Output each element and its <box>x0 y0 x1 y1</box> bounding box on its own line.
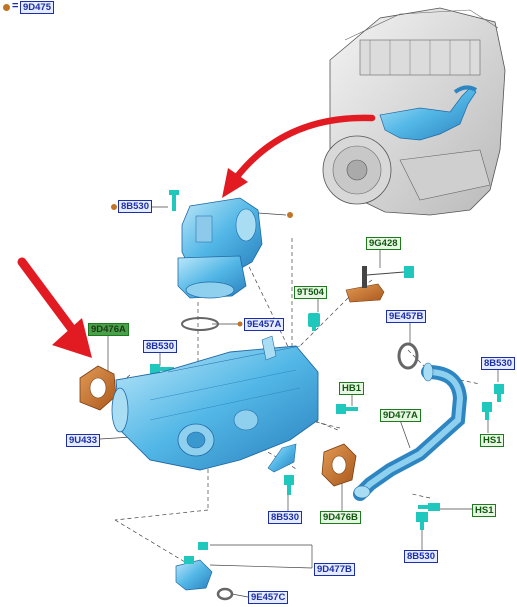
callout-8B530-bottom-mid[interactable]: 8B530 <box>268 511 302 524</box>
gasket-9D476A <box>79 365 117 411</box>
callout-9E457B[interactable]: 9E457B <box>386 310 427 323</box>
bolt-8B530-left <box>150 364 174 374</box>
callout-9T504[interactable]: 9T504 <box>294 286 327 299</box>
pointer-dot-9E457A <box>237 321 243 327</box>
callout-8B530-right[interactable]: 8B530 <box>481 357 515 370</box>
callout-8B530-top[interactable]: 8B530 <box>118 200 152 213</box>
red-straight-arrow <box>17 257 79 337</box>
callout-9E457C[interactable]: 9E457C <box>248 591 289 604</box>
bracket <box>267 443 297 473</box>
red-straight-arrowhead <box>52 318 92 358</box>
callout-9D476A[interactable]: 9D476A <box>88 323 129 336</box>
bolt-HB1 <box>336 404 358 414</box>
red-curved-arrowhead <box>222 168 248 198</box>
callout-HB1[interactable]: HB1 <box>339 382 365 395</box>
red-curved-arrow <box>232 114 376 182</box>
callout-9D477A[interactable]: 9D477A <box>380 409 421 422</box>
leader-lines <box>99 206 499 598</box>
bolt-8B530-bottom-right <box>416 512 428 530</box>
callout-9D475[interactable]: 9D475 <box>20 1 54 14</box>
bolt-8B530-bottom-mid <box>284 475 294 495</box>
callout-8B530-left[interactable]: 8B530 <box>143 340 177 353</box>
callout-9U433[interactable]: 9U433 <box>66 434 100 447</box>
o-ring-9E457B <box>397 342 419 370</box>
gasket-9D476B <box>321 443 357 487</box>
bolt-8B530-top <box>169 190 179 211</box>
callout-9G428[interactable]: 9G428 <box>366 237 401 250</box>
bolt-8B530-right <box>494 384 504 402</box>
bolt-HS1-upper <box>482 402 492 420</box>
callout-9D477B[interactable]: 9D477B <box>314 563 355 576</box>
egr-tube-9D477A <box>353 362 468 501</box>
engine-context <box>322 7 506 216</box>
bolt-HS1-lower <box>418 503 440 511</box>
egr-cooler <box>111 335 319 471</box>
callout-HS1-upper[interactable]: HS1 <box>480 434 505 447</box>
pointer-dot-right <box>287 212 293 218</box>
o-ring-9E457A <box>181 317 219 331</box>
bolt-9T504 <box>308 313 320 331</box>
legend-equals: = <box>12 0 19 12</box>
egr-valve <box>177 197 263 299</box>
pointer-dot-left <box>111 204 117 210</box>
legend-dot-icon <box>3 4 10 11</box>
o-ring-9E457C <box>216 587 234 601</box>
sensor-9D477B <box>175 542 213 591</box>
callout-9E457A[interactable]: 9E457A <box>244 318 285 331</box>
callout-HS1-lower[interactable]: HS1 <box>472 504 497 517</box>
callout-9D476B[interactable]: 9D476B <box>320 511 361 524</box>
sensor-9G428 <box>345 266 414 303</box>
callout-8B530-bottom-right[interactable]: 8B530 <box>404 550 438 563</box>
